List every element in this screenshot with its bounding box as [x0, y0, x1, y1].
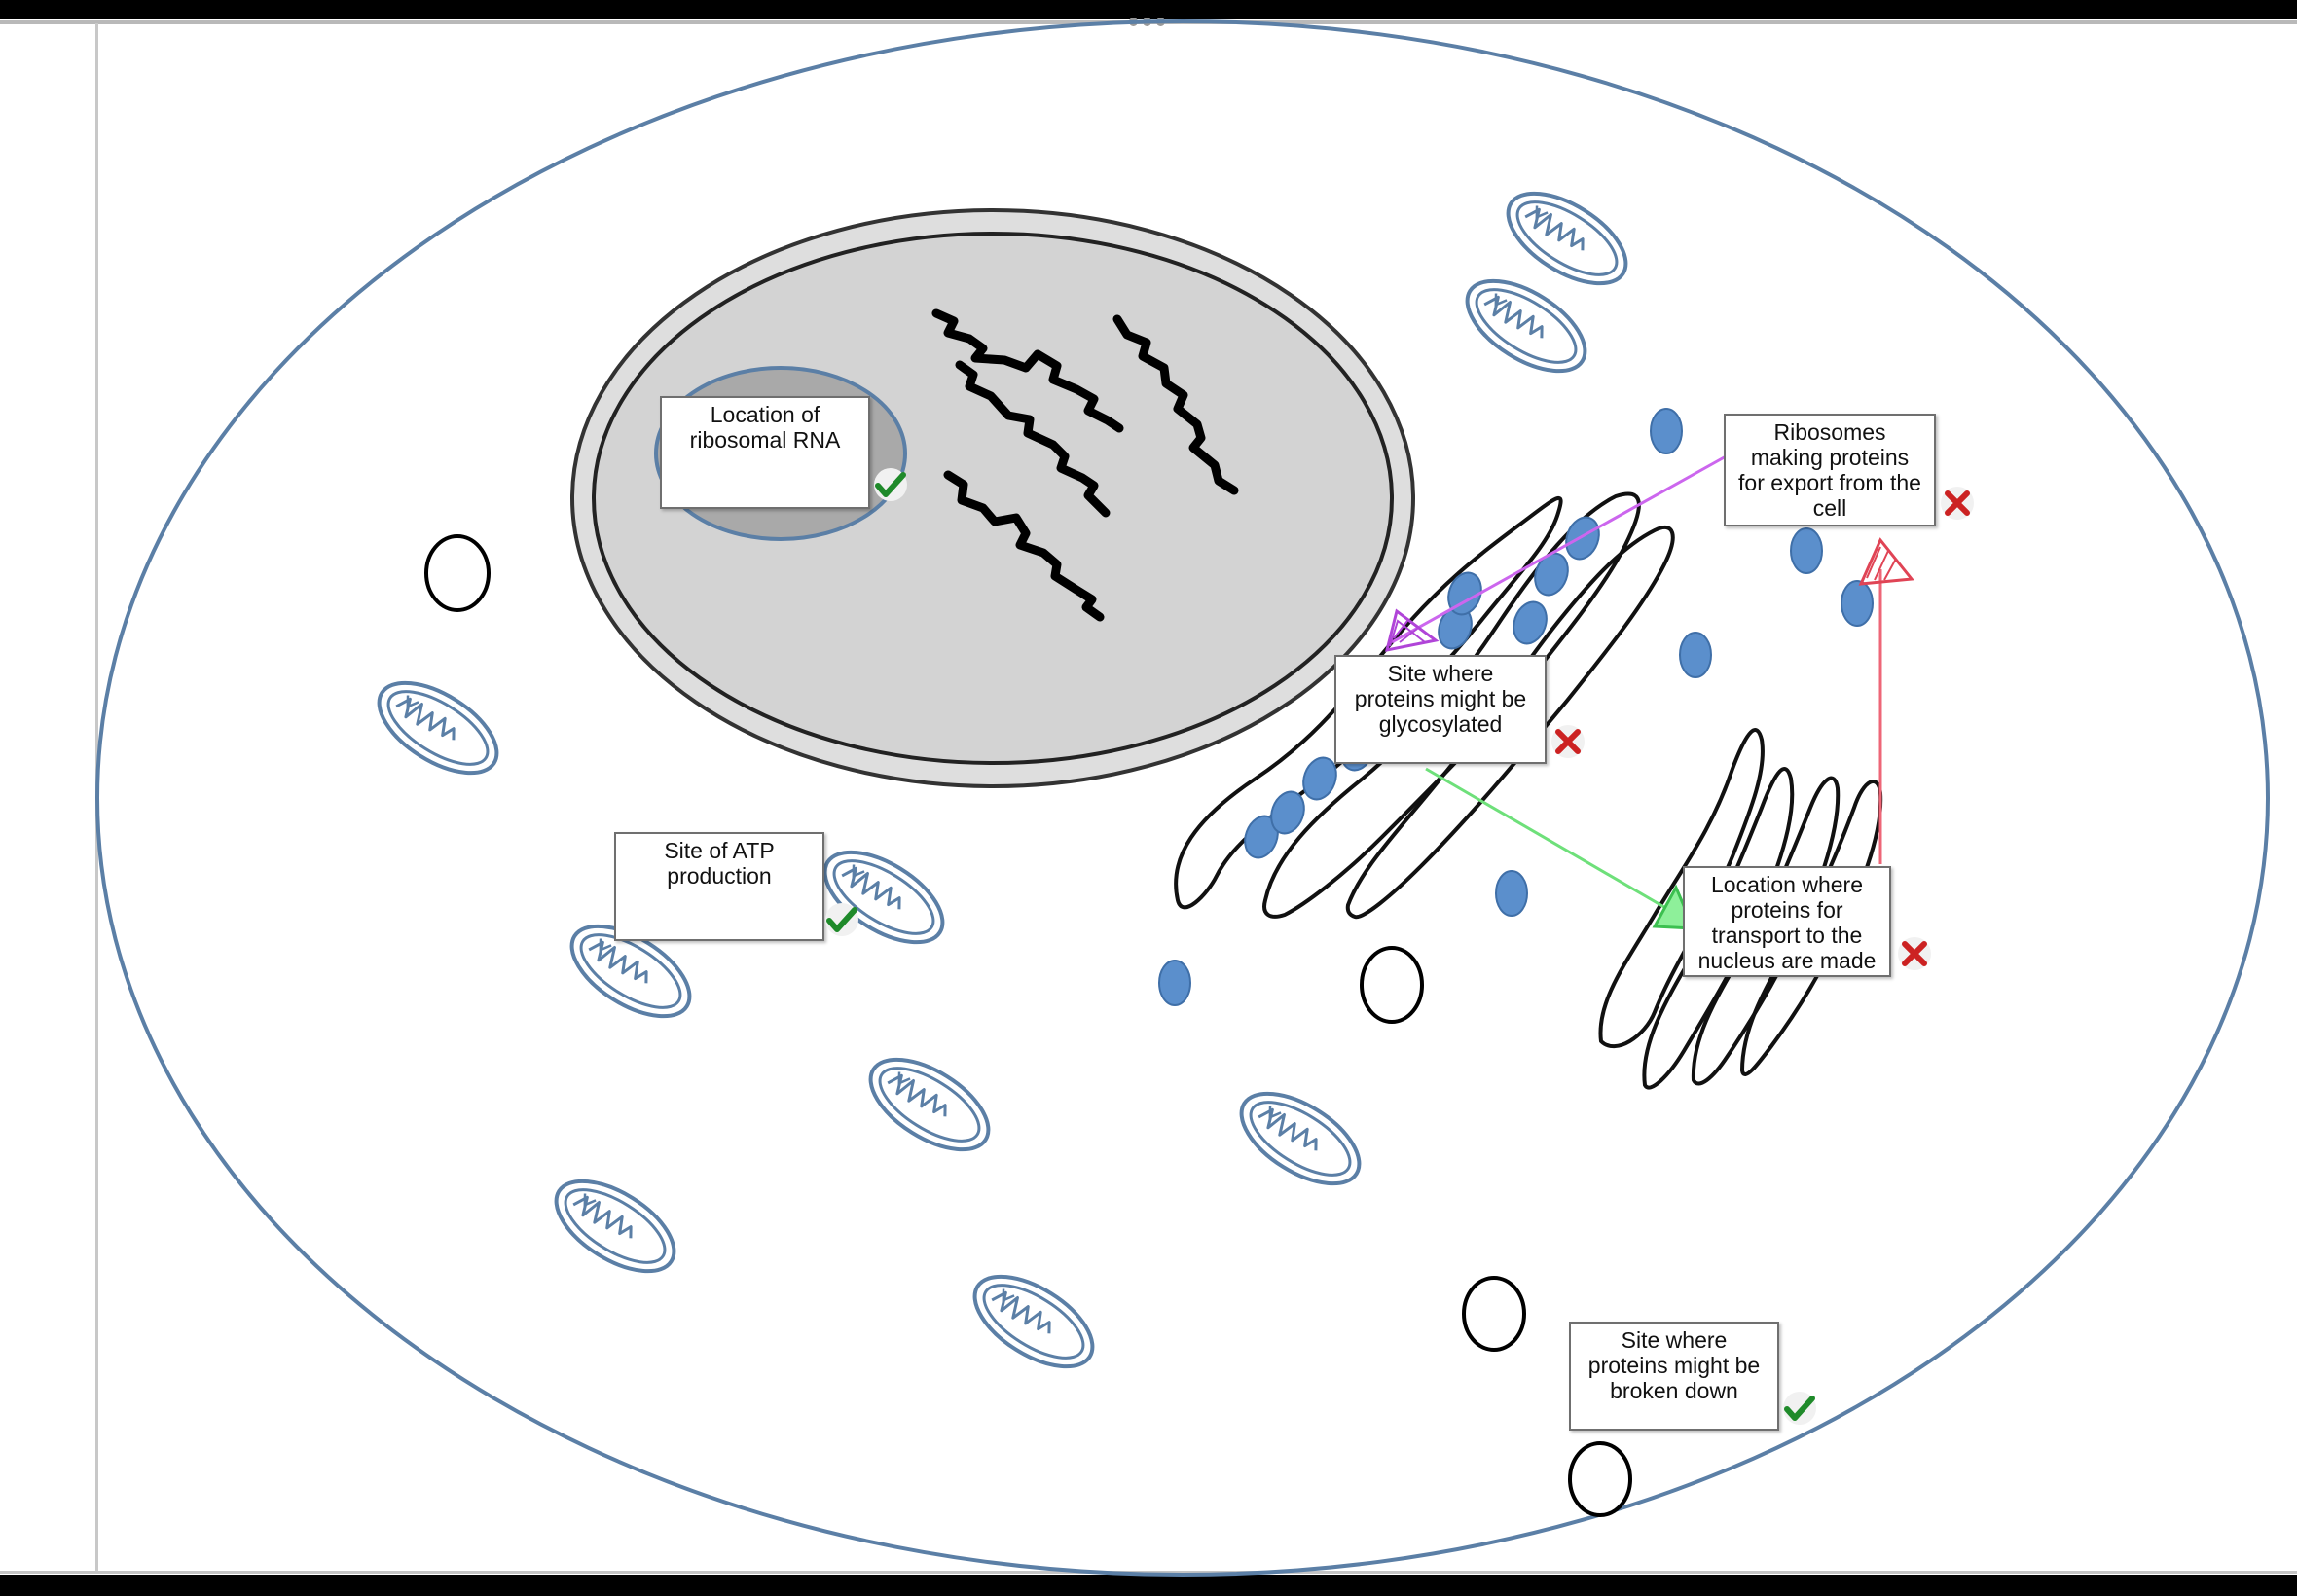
bottom-divider — [0, 1571, 2297, 1574]
ribosomes — [1158, 408, 1874, 1006]
label-nucleus-transport[interactable]: Location where proteins for transport to… — [1683, 866, 1891, 977]
label-ribosomal-rna[interactable]: Location of ribosomal RNA — [660, 396, 870, 509]
checkmark-icon — [1783, 1392, 1816, 1425]
vesicles — [424, 534, 1632, 1517]
label-atp-production[interactable]: Site of ATP production — [614, 832, 824, 941]
label-glycosylation-site[interactable]: Site where proteins might be glycosylate… — [1334, 655, 1547, 764]
pointer-nucleus-transport — [1858, 537, 1914, 864]
pointer-glyco — [1425, 767, 1696, 930]
checkmark-icon — [874, 468, 907, 501]
cross-icon — [1898, 937, 1931, 970]
label-ribosomes-export[interactable]: Ribosomes making proteins for export fro… — [1724, 414, 1936, 526]
top-bar — [0, 0, 2297, 19]
bottom-bar — [0, 1575, 2297, 1596]
pointer-export — [1384, 453, 1729, 652]
label-protein-breakdown[interactable]: Site where proteins might be broken down — [1569, 1322, 1779, 1431]
chromatin — [931, 308, 1239, 622]
cross-icon — [1941, 487, 1974, 520]
cell-membrane — [95, 19, 2270, 1577]
checkmark-icon — [825, 903, 858, 936]
cross-icon — [1551, 725, 1585, 758]
